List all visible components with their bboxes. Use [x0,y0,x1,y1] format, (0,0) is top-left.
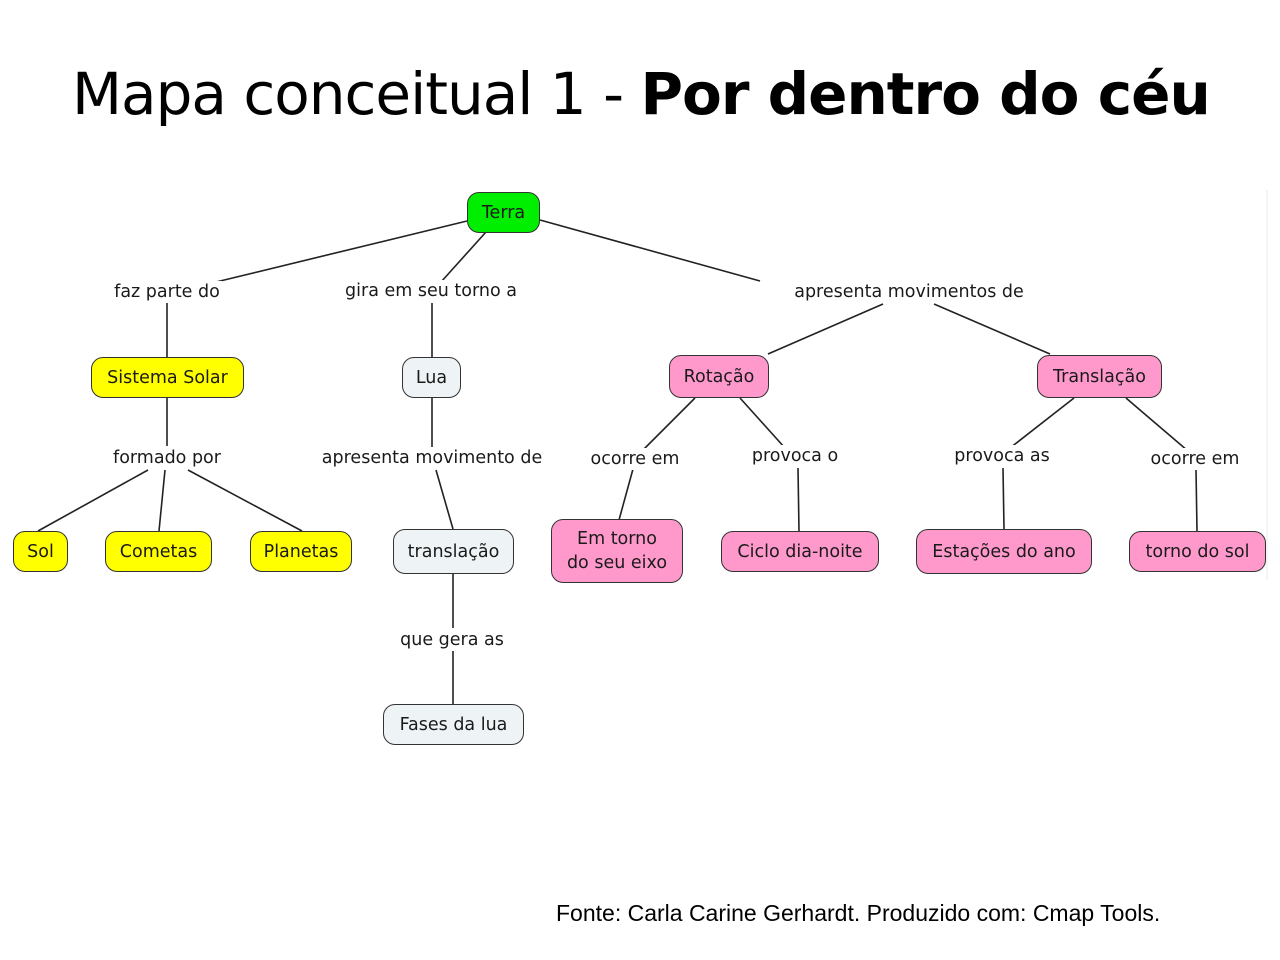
concept-cometas-label: Cometas [119,541,198,562]
concept-lua[interactable]: Lua [402,357,461,398]
concept-ciclo-dia-noite[interactable]: Ciclo dia-noite [721,531,879,572]
link-rotacao-provoca [739,397,786,449]
link-label-gira-em-seu-torno: gira em seu torno a [343,280,519,302]
link-label-ocorre-em-translacao: ocorre em [1148,448,1242,470]
concept-sistema-solar[interactable]: Sistema Solar [91,357,244,398]
link-label-apresenta-movimento: apresenta movimento de [319,447,545,469]
link-apresenta-translacao [933,303,1051,355]
concept-translacao-lua-label: translação [407,541,500,562]
link-label-provoca-o: provoca o [749,445,841,467]
concept-planetas-label: Planetas [263,541,339,562]
link-rotacao-ocorre [641,397,696,452]
link-terra-gira [440,231,487,283]
concept-cometas[interactable]: Cometas [105,531,212,572]
link-translacao-provocaas [1009,397,1075,449]
concept-em-torno-do-seu-eixo[interactable]: Em torno do seu eixo [551,519,683,583]
concept-lua-label: Lua [415,367,448,388]
concept-terra[interactable]: Terra [467,192,540,233]
concept-em-torno-line2: do seu eixo [566,553,668,573]
concept-rotacao-label: Rotação [683,366,755,387]
link-label-formado-por: formado por [111,447,223,469]
concept-planetas[interactable]: Planetas [250,531,352,572]
concept-torno-do-sol-label: torno do sol [1145,541,1250,562]
concept-fases-label: Fases da lua [399,714,508,735]
link-terra-fazparte [215,220,468,283]
concept-sol[interactable]: Sol [13,531,68,572]
link-label-apresenta-movimentos: apresenta movimentos de [792,281,1026,303]
link-label-faz-parte-do: faz parte do [112,281,222,303]
panel-edge-divider [1266,190,1268,580]
link-formado-sol [37,469,149,532]
page-title: Mapa conceitual 1 - Por dentro do céu [72,60,1211,128]
title-regular: Mapa conceitual 1 - [72,60,641,128]
link-label-provoca-as: provoca as [952,445,1052,467]
concept-em-torno-line1: Em torno [577,529,657,549]
link-label-ocorre-em-rotacao: ocorre em [588,448,682,470]
concept-ciclo-label: Ciclo dia-noite [737,541,863,562]
concept-translacao-lua[interactable]: translação [393,529,514,574]
link-ocorre-tornosol [1195,468,1198,532]
concept-terra-label: Terra [481,202,526,223]
concept-sol-label: Sol [27,541,54,562]
link-terra-apresenta [539,219,761,282]
title-bold: Por dentro do céu [640,60,1211,128]
concept-estacoes-label: Estações do ano [932,541,1076,562]
concept-fases-da-lua[interactable]: Fases da lua [383,704,524,745]
concept-torno-do-sol[interactable]: torno do sol [1129,531,1266,572]
link-formado-planetas [187,469,303,532]
link-provocaas-estacoes [1002,467,1005,530]
link-provoca-ciclo [797,467,800,532]
concept-translacao[interactable]: Translação [1037,355,1162,398]
concept-translacao-label: Translação [1053,366,1146,387]
link-label-que-gera-as: que gera as [398,629,506,651]
concept-estacoes-do-ano[interactable]: Estações do ano [916,529,1092,574]
source-credit: Fonte: Carla Carine Gerhardt. Produzido … [556,900,1161,926]
link-translacao-ocorre [1125,397,1189,452]
link-apresenta-rotacao [767,303,884,355]
link-apresentamov-translacao [435,469,454,530]
concept-sistema-solar-label: Sistema Solar [107,367,228,388]
link-ocorre-emtorno [618,468,634,521]
concept-rotacao[interactable]: Rotação [669,355,769,398]
link-formado-cometas [158,469,166,532]
